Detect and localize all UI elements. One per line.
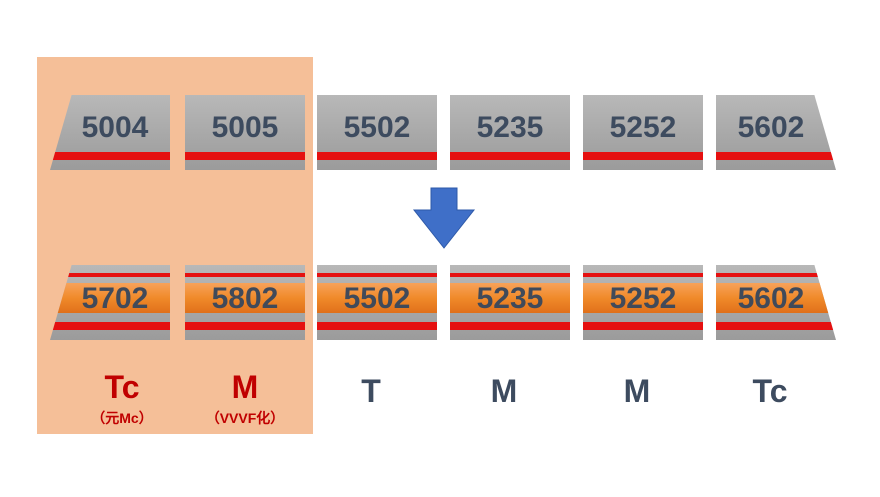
car-after-6: 5602: [716, 265, 836, 340]
red-stripe-top: [317, 273, 437, 277]
red-stripe: [185, 152, 305, 160]
car-type-2: M: [185, 369, 305, 406]
car-type-1: Tc: [62, 369, 182, 406]
car-type-6: Tc: [710, 373, 830, 410]
red-stripe: [317, 152, 437, 160]
red-stripe: [583, 322, 703, 330]
car-after-2: 5802: [185, 265, 305, 340]
red-stripe: [50, 152, 170, 160]
red-stripe: [450, 322, 570, 330]
car-before-6: 5602: [716, 95, 836, 170]
car-type-5: M: [577, 373, 697, 410]
car-type-note-1: （元Mc）: [62, 408, 182, 428]
red-stripe: [450, 152, 570, 160]
car-after-4: 5235: [450, 265, 570, 340]
red-stripe: [716, 152, 836, 160]
arrow-down-icon: [412, 186, 476, 250]
red-stripe: [583, 152, 703, 160]
car-before-5: 5252: [583, 95, 703, 170]
red-stripe-top: [450, 273, 570, 277]
car-number: 5602: [716, 111, 836, 145]
car-number: 5702: [50, 282, 170, 316]
car-number: 5502: [317, 111, 437, 145]
car-number: 5252: [583, 282, 703, 316]
car-before-4: 5235: [450, 95, 570, 170]
red-stripe-top: [583, 273, 703, 277]
red-stripe: [50, 322, 170, 330]
red-stripe-top: [716, 273, 836, 277]
red-stripe: [185, 322, 305, 330]
car-number: 5252: [583, 111, 703, 145]
car-before-2: 5005: [185, 95, 305, 170]
red-stripe-top: [185, 273, 305, 277]
car-number: 5235: [450, 111, 570, 145]
red-stripe: [317, 322, 437, 330]
car-number: 5502: [317, 282, 437, 316]
car-number: 5005: [185, 111, 305, 145]
red-stripe: [716, 322, 836, 330]
car-number: 5235: [450, 282, 570, 316]
car-number: 5602: [716, 282, 836, 316]
car-number: 5004: [50, 111, 170, 145]
car-before-3: 5502: [317, 95, 437, 170]
car-type-3: T: [311, 373, 431, 410]
car-type-4: M: [444, 373, 564, 410]
car-type-note-2: （VVVF化）: [185, 408, 305, 428]
car-after-5: 5252: [583, 265, 703, 340]
car-number: 5802: [185, 282, 305, 316]
car-after-3: 5502: [317, 265, 437, 340]
